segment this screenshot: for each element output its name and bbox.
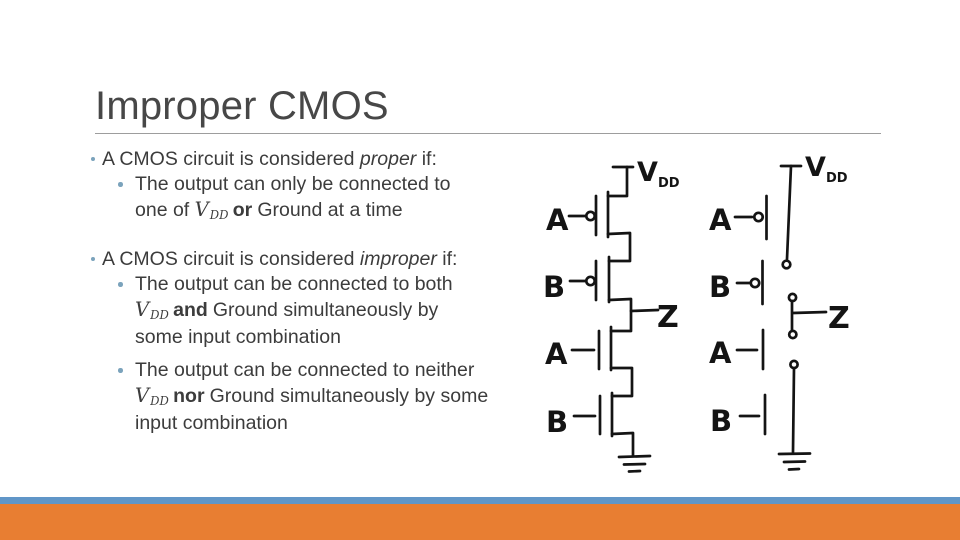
right-nmosA-label: A	[709, 336, 732, 370]
right-pmosA-gate	[733, 194, 768, 241]
left-nmosA-gate	[570, 329, 601, 371]
bullet-list: A CMOS circuit is considered proper if: …	[90, 147, 530, 436]
subbullet-line: The output can be connected to both	[135, 273, 453, 295]
subbullet-proper-rule: The output can only be connected to one …	[90, 172, 530, 225]
vdd-v: V	[194, 198, 209, 221]
left-nmosB-gate	[572, 394, 602, 436]
left-pmosB-label: B	[543, 270, 565, 304]
bullet-text: A CMOS circuit is considered	[102, 248, 360, 270]
conjunction: nor	[173, 385, 205, 407]
left-vdd-label: V	[637, 157, 658, 188]
right-nmosA-gate	[735, 328, 765, 371]
right-nmosB-label: B	[710, 404, 732, 438]
right-vdd-label: V	[805, 152, 826, 183]
bullet-improper: A CMOS circuit is considered improper if…	[90, 247, 530, 272]
right-pmosB-bubble	[749, 277, 761, 289]
subbullet-text: Ground simultaneously by some	[209, 385, 489, 407]
page-title: Improper CMOS	[95, 84, 389, 128]
left-output-branch	[629, 308, 660, 313]
bullet-icon	[91, 257, 95, 261]
subbullet-text: Ground simultaneously by	[212, 299, 439, 321]
conjunction: and	[173, 299, 208, 321]
right-output-stub	[790, 299, 828, 333]
right-vdd-rail	[785, 164, 793, 261]
subbullet-text: one of	[135, 199, 195, 221]
right-ground-rail	[791, 366, 796, 454]
circuit-right	[733, 164, 828, 471]
subbullet-line: some input combination	[135, 326, 341, 348]
left-nmosB-label: B	[546, 405, 568, 439]
right-output-bottom-node	[787, 329, 798, 340]
right-pmosB-gate	[735, 259, 764, 306]
title-underline	[95, 133, 881, 134]
left-output-label: Z	[657, 300, 679, 335]
bullet-icon	[118, 182, 123, 187]
left-ground-icon	[617, 454, 652, 473]
bullet-emphasis: improper	[359, 248, 437, 270]
bullet-proper: A CMOS circuit is considered proper if:	[90, 147, 530, 172]
subbullet-text: Ground at a time	[257, 199, 403, 221]
right-pmosA-label: A	[709, 203, 732, 237]
right-vdd-rail-end-node	[781, 259, 792, 270]
vdd-symbol: VDD	[135, 384, 169, 408]
vdd-v: V	[135, 384, 150, 407]
left-pmosA-bubble	[584, 210, 597, 222]
vdd-subscript: DD	[209, 207, 229, 222]
subbullet-line: The output can be connected to neither	[135, 359, 475, 381]
bullet-text: if:	[416, 148, 437, 170]
left-pmosB-bubble	[584, 275, 597, 287]
subbullet-line: input combination	[135, 412, 288, 434]
subbullet-improper-neither: The output can be connected to neither V…	[90, 358, 530, 436]
conjunction: or	[232, 199, 253, 221]
bullet-text: A CMOS circuit is considered	[102, 148, 360, 170]
left-vdd-label-sub: DD	[658, 176, 680, 191]
bullet-text: if:	[436, 248, 458, 270]
left-pmosA-label: A	[546, 203, 569, 237]
vdd-subscript: DD	[150, 393, 169, 408]
right-nmosB-gate	[738, 393, 767, 436]
right-vdd-label-sub: DD	[826, 171, 848, 186]
bullet-icon	[91, 157, 95, 161]
subbullet-line: The output can only be connected to	[135, 173, 451, 195]
right-ground-icon	[777, 452, 812, 471]
vdd-symbol: VDD	[194, 198, 229, 222]
bullet-emphasis: proper	[359, 148, 417, 170]
bullet-icon	[118, 282, 123, 287]
bullet-icon	[118, 368, 123, 373]
footer-blue-strip	[0, 497, 960, 504]
right-pmosA-bubble	[752, 211, 765, 223]
vdd-v: V	[135, 298, 150, 321]
left-rail	[606, 165, 635, 458]
circuit-labels: V DD A B Z A B V DD A B Z A B	[543, 152, 850, 439]
vdd-subscript: DD	[150, 307, 169, 322]
left-nmosA-label: A	[545, 337, 568, 371]
vdd-symbol: VDD	[135, 298, 169, 322]
right-output-label: Z	[828, 301, 850, 336]
circuit-left	[567, 165, 660, 473]
footer-orange-bar	[0, 504, 960, 540]
right-pmosB-label: B	[709, 270, 731, 304]
